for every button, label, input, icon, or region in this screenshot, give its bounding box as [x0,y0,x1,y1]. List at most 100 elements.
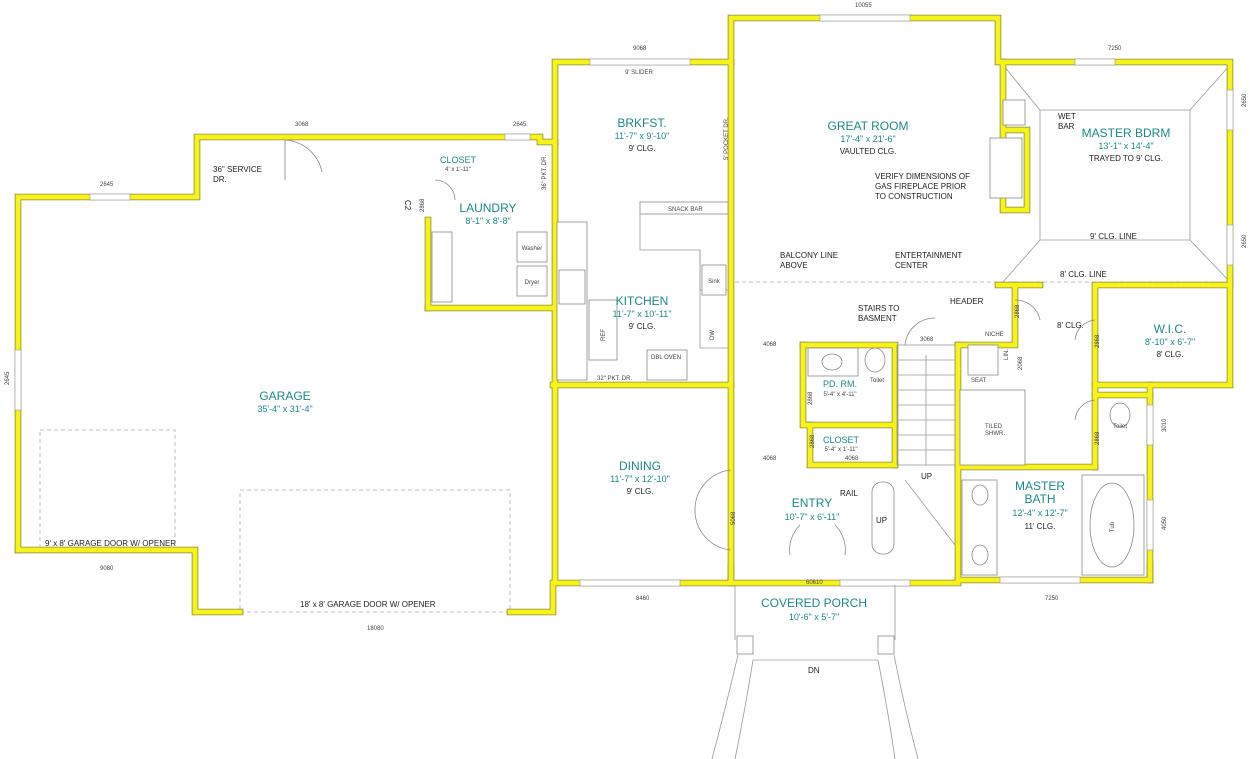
dim-closet-door-side: 2868 [810,434,816,448]
fixture-labels: Sink DW REF Washer Dryer Toilet Toilet T… [522,246,1128,532]
steps-curve-left [711,654,739,759]
entry-door-swing-1 [789,524,801,556]
dimension-callouts: 10055 9068 7250 3068 2645 2645 2645 9080… [5,3,1248,632]
label-dishwasher: DW [710,330,716,340]
entry-door-swing-2 [834,524,846,556]
laundry-dim: 8'-1" x 8'-8" [465,216,510,226]
dim-laundry-door: 2868 [420,198,426,212]
dining-name: DINING [619,459,661,473]
dim-garage-top: 3068 [295,122,309,128]
dim-top-brk: 9068 [633,46,647,52]
entry-dim: 10'-7" x 6'-11" [785,512,840,522]
garage-door-large-note: 18' x 8' GARAGE DOOR W/ OPENER [300,600,436,609]
label-tub: Tub [1110,521,1116,532]
dim-entry-door: 5068 [731,511,737,525]
master-toilet [1109,402,1131,428]
tray-line-right [1189,64,1231,283]
kitchen-sink [701,264,727,296]
master-bath-ceiling: 11' CLG. [1025,522,1056,531]
entry-closet-name: CLOSET [823,435,860,445]
dim-garage-left-top: 2645 [100,182,114,188]
dim-garage-top-right: 2645 [513,122,527,128]
laundry-counter [431,231,453,303]
dn-note: DN [808,666,820,675]
wet-bar-note-2: BAR [1058,122,1075,131]
dim-master-right-2: 2650 [1242,234,1248,248]
label-toilet-master: Toilet [1113,424,1127,430]
dim-bottom-master: 7250 [1045,596,1059,602]
dim-dining-door-1: 4068 [763,342,777,348]
garage-name: GARAGE [259,389,310,403]
porch-column-left [736,635,754,655]
dim-header-door: 2868 [1015,304,1021,318]
clg-line-8-note: 8' CLG. LINE [1060,270,1107,279]
master-bath-name-2: BATH [1024,492,1055,506]
powder-toilet [864,347,886,373]
up-note-1: UP [921,472,932,481]
header-door-swing [1014,299,1041,321]
dryer [516,265,548,297]
dim-bath-door: 2868 [1095,431,1101,445]
powder-west-wall [800,342,898,428]
fireplace-note-2: GAS FIREPLACE PRIOR [875,182,966,191]
exterior-wall-garage-south [15,547,243,615]
double-oven [646,349,688,381]
label-fridge: REF [601,329,607,341]
dim-powder-door: 2868 [808,391,814,405]
porch-dim: 10'-6" x 5'-7" [789,612,839,622]
washer [516,231,548,263]
garage-door-outlines [39,429,511,613]
wet-bar-sink [1002,99,1026,126]
fridge [588,299,618,361]
laundry-door-swing [434,179,456,201]
cooktop [558,269,586,305]
bath-fixtures [807,99,1145,576]
dim-lin-door: 2068 [1018,356,1024,370]
dim-dining-bottom: 8460 [636,596,650,602]
closet-wall [807,422,898,468]
laundry-closet-name: CLOSET [440,155,477,165]
rail-note: RAIL [840,489,858,498]
laundry-closet-dim: 4' x 1'-11" [445,167,471,173]
kitchen-ceiling: 9' CLG. [629,322,656,331]
great-room-name: GREAT ROOM [828,119,909,133]
master-bdrm-name: MASTER BDRM [1082,126,1171,140]
dim-bath-window-2: 4050 [1162,516,1168,530]
powder-name: PD. RM. [823,379,857,389]
header-note: HEADER [950,297,984,306]
pkt-dr-32-note: 32" PKT. DR. [597,376,632,382]
clg-line-9-note: 9' CLG. LINE [1090,232,1137,241]
master-tub-basin [1089,482,1135,568]
wic-ceiling: 8' CLG. [1157,350,1184,359]
breakfast-dim: 11'-7" x 9'-10" [615,131,670,141]
great-room-ceiling: VAULTED CLG. [840,147,897,156]
wic-name: W.I.C. [1154,322,1187,336]
exterior-wall-dining-south [507,565,734,615]
label-toilet-powder: Toilet [870,378,884,384]
service-door-note-1: 36" SERVICE [213,165,262,174]
dining-dim: 11'-7" x 12'-10" [610,474,670,484]
dim-closet-door: 4068 [845,456,859,462]
master-bath-dim: 12'-4" x 12'-7" [1012,508,1067,518]
dim-top-master: 7250 [1108,46,1122,52]
niche-note: NICHE [985,332,1004,338]
label-dryer: Dryer [525,280,540,286]
pkt-dr-36-note: 36" PKT. DR. [542,155,548,190]
dim-master-right-1: 2650 [1242,93,1248,107]
dining-door-swing-2 [694,509,732,551]
balcony-note-1: BALCONY LINE [780,251,838,260]
master-bdrm-ceiling: TRAYED TO 9' CLG. [1089,154,1163,163]
label-washer: Washer [522,246,542,252]
seat-note: SEAT [971,378,987,384]
dim-stair-top: 3068 [920,337,934,343]
porch-column-right [877,635,895,655]
garage-door-large-outline [239,489,511,613]
kitchen-name: KITCHEN [616,294,669,308]
entry-name: ENTRY [792,496,832,510]
dim-garage-left: 2645 [5,371,11,385]
kitchen-dim: 11'-7" x 10'-11" [612,309,671,319]
seat [967,344,999,376]
dim-top-great: 10055 [855,3,872,9]
entry-rail [871,481,895,555]
steps-curve-right [893,654,919,759]
